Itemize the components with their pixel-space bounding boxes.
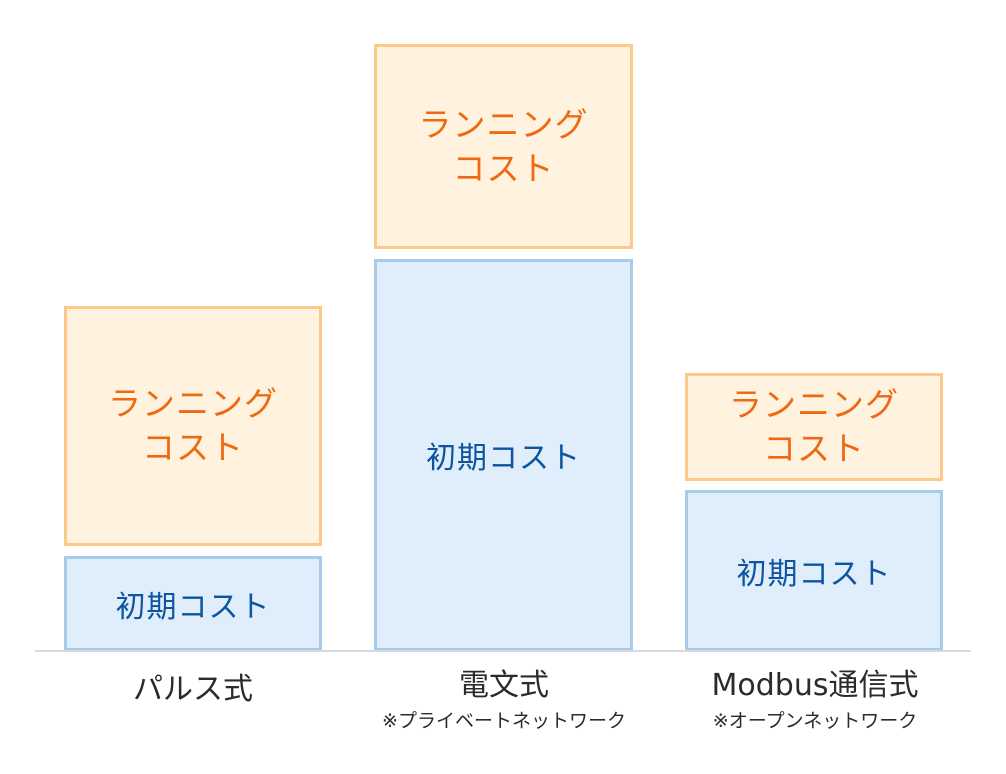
category-note: ※オープンネットワーク	[712, 710, 918, 732]
modbus-initial-cost-bar: 初期コスト	[685, 490, 943, 651]
initial-cost-label: 初期コスト	[426, 441, 581, 476]
pulse-running-cost-bar: ランニング コスト	[64, 306, 322, 546]
category-telegram: 電文式 ※プライベートネットワーク	[334, 668, 674, 734]
category-pulse: パルス式	[64, 672, 322, 708]
telegram-running-cost-bar: ランニング コスト	[374, 44, 633, 249]
x-axis-baseline	[35, 650, 971, 652]
running-cost-label: ランニング コスト	[108, 384, 278, 467]
running-cost-label: ランニング コスト	[729, 385, 899, 468]
category-modbus: Modbus通信式 ※オープンネットワーク	[665, 668, 965, 734]
initial-cost-label: 初期コスト	[115, 589, 271, 625]
category-title: Modbus通信式	[711, 668, 919, 703]
running-cost-label: ランニング コスト	[418, 104, 589, 188]
pulse-initial-cost-bar: 初期コスト	[64, 556, 322, 651]
telegram-initial-cost-bar: 初期コスト	[374, 259, 633, 651]
modbus-running-cost-bar: ランニング コスト	[685, 373, 943, 481]
category-title: パルス式	[133, 672, 253, 707]
initial-cost-label: 初期コスト	[736, 556, 892, 592]
category-note: ※プライベートネットワーク	[382, 710, 626, 732]
category-title: 電文式	[459, 668, 549, 703]
